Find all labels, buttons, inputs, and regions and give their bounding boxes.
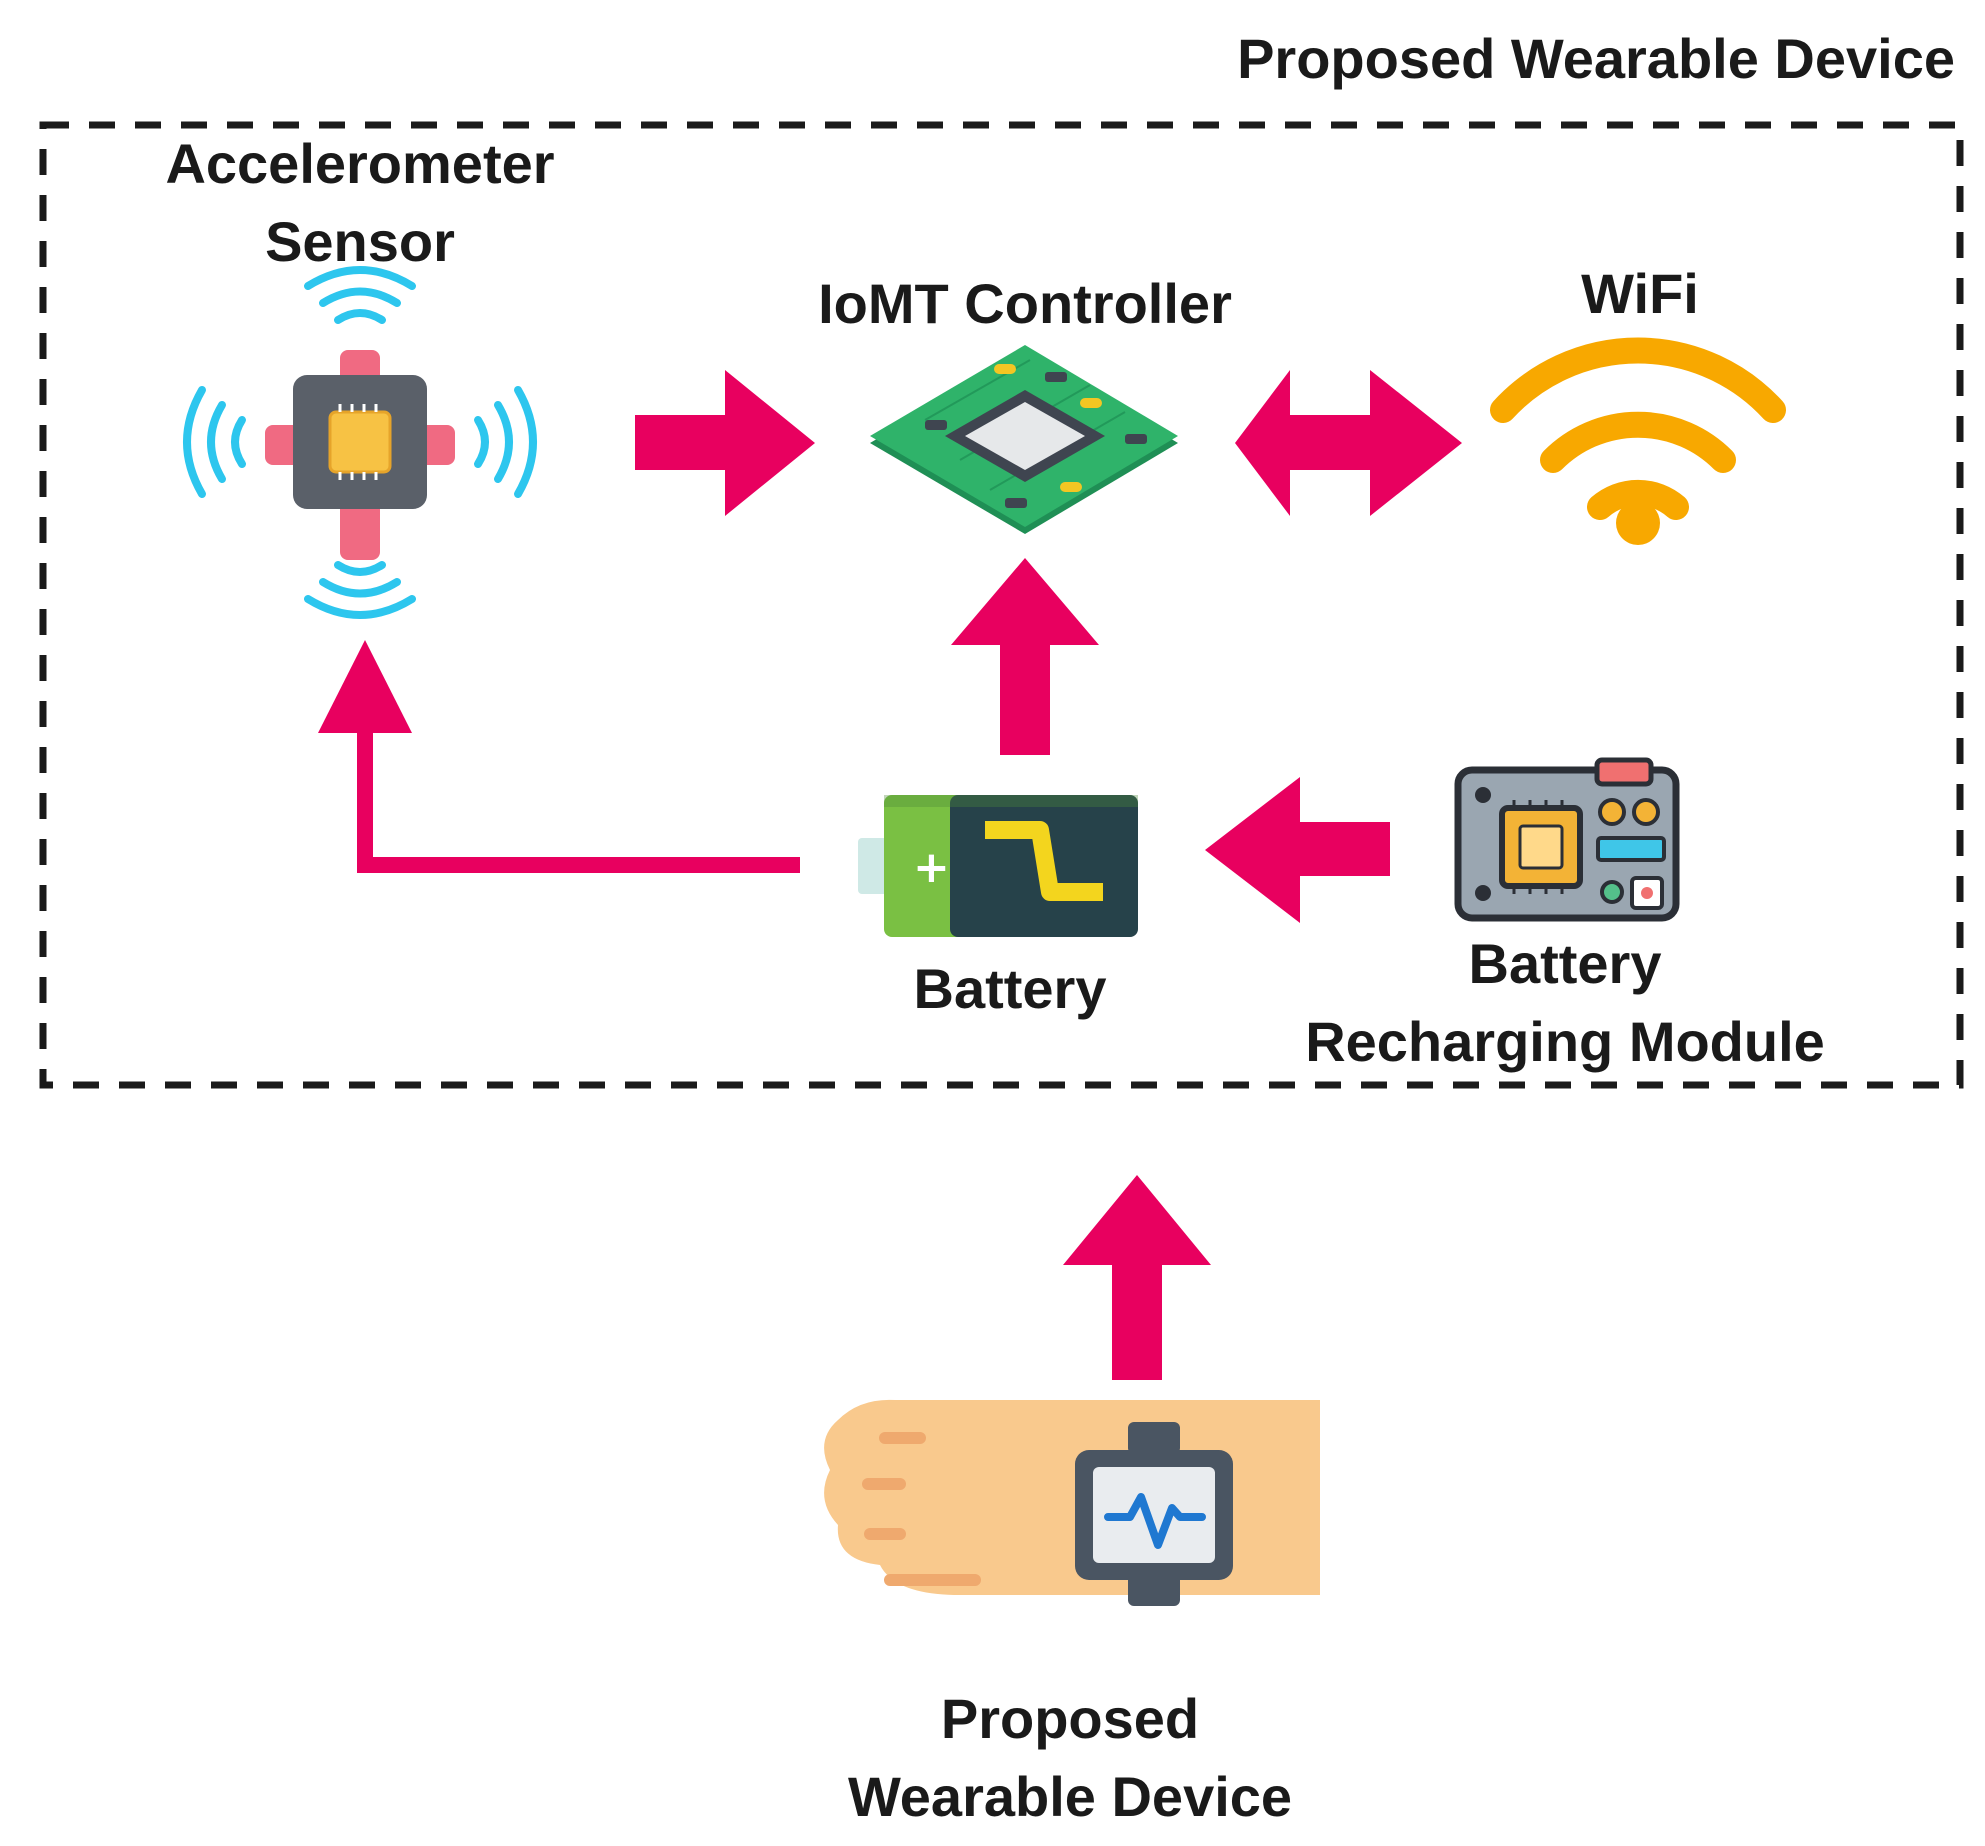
diagram-title: Proposed Wearable Device <box>1237 27 1955 90</box>
wifi-icon <box>1490 337 1786 545</box>
arrow-battery-to-sensor-line <box>357 710 800 873</box>
accelerometer-sensor-label: Accelerometer Sensor <box>110 125 610 281</box>
battery-label: Battery <box>913 957 1107 1020</box>
arrow-recharger-to-battery <box>1205 777 1390 923</box>
wearable-label-line2: Wearable Device <box>847 1765 1293 1828</box>
iomt-controller-label: IoMT Controller <box>818 272 1232 335</box>
battery-recharging-module-label: Battery Recharging Module <box>1255 925 1875 1081</box>
wearable-device-label: Proposed Wearable Device <box>770 1680 1370 1836</box>
circuit-board-icon <box>870 345 1178 534</box>
wearable-label-line1: Proposed <box>940 1687 1200 1750</box>
wifi-label: WiFi <box>1581 262 1699 325</box>
accelerometer-sensor-icon <box>183 266 537 619</box>
device-boundary <box>39 121 1964 1089</box>
accelerometer-label-line1: Accelerometer <box>165 132 555 195</box>
arrow-battery-to-sensor-head <box>318 640 412 733</box>
arrow-wearable-to-device <box>1063 1175 1211 1380</box>
arrow-controller-wifi-bidirectional <box>1235 370 1462 516</box>
arrow-battery-to-controller <box>951 558 1099 755</box>
recharger-label-line1: Battery <box>1468 932 1662 995</box>
smartwatch-on-wrist-icon <box>824 1399 1320 1606</box>
svg-text:+: + <box>913 842 950 893</box>
charging-module-icon <box>1454 757 1680 922</box>
recharger-label-line2: Recharging Module <box>1305 1010 1825 1073</box>
battery-icon: + <box>858 795 1138 937</box>
accelerometer-label-line2: Sensor <box>265 210 455 273</box>
arrow-sensor-to-controller <box>635 370 815 516</box>
